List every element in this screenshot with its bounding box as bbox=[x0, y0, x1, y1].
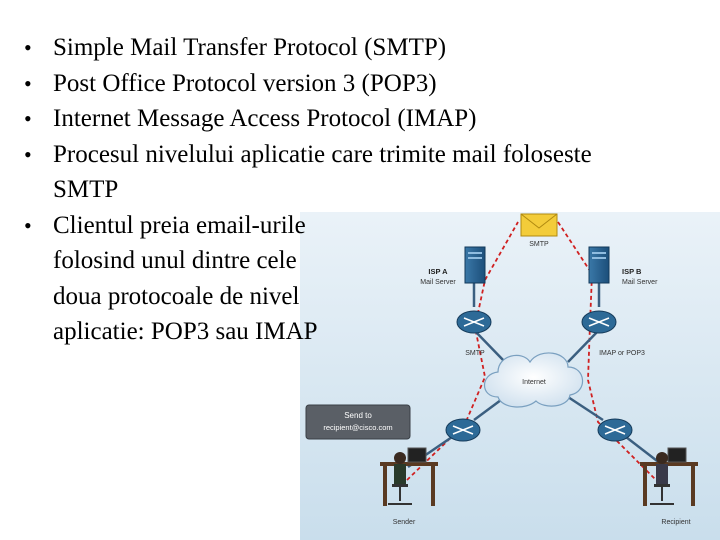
bullet-item: • Clientul preia email-urile folosind unu… bbox=[18, 208, 658, 350]
bullet-text: Post Office Protocol version 3 (POP3) bbox=[53, 69, 437, 97]
isp-a-title: ISP A bbox=[428, 267, 448, 276]
recipient-workstation-icon bbox=[640, 447, 698, 506]
bullet-dot-icon: • bbox=[24, 106, 32, 131]
email-network-diagram: SMTP ISP A Mail Server ISP B Mail Server… bbox=[300, 212, 720, 540]
isp-b-title: ISP B bbox=[622, 267, 642, 276]
isp-a-subtitle: Mail Server bbox=[420, 279, 456, 286]
isp-a-server-icon bbox=[464, 246, 486, 284]
router-icon bbox=[581, 310, 617, 334]
bullet-item: • Post Office Protocol version 3 (POP3) bbox=[18, 66, 658, 102]
bullet-list: • Simple Mail Transfer Protocol (SMTP) • P… bbox=[18, 30, 658, 350]
router-icon bbox=[445, 418, 481, 442]
internet-label: Internet bbox=[522, 379, 546, 386]
bullet-text: Simple Mail Transfer Protocol (SMTP) bbox=[53, 34, 447, 61]
router-icon bbox=[597, 418, 633, 442]
callout-line-2: recipient@cisco.com bbox=[323, 423, 392, 432]
bullet-text: Procesul nivelului aplicatie care trimit… bbox=[53, 140, 592, 204]
bullet-dot-icon: • bbox=[24, 70, 32, 96]
bullet-text: Clientul preia email-urile folosind unul… bbox=[53, 211, 318, 346]
send-callout: Send to recipient@cisco.com bbox=[305, 404, 411, 440]
bullet-dot-icon: • bbox=[24, 141, 32, 167]
bullet-text: Internet Message Access Protocol (IMAP) bbox=[53, 105, 477, 132]
bullet-dot-icon: • bbox=[24, 35, 32, 60]
sender-workstation-icon bbox=[380, 447, 438, 506]
recipient-label: Recipient bbox=[661, 519, 690, 526]
smtp-top-label: SMTP bbox=[529, 241, 549, 248]
sender-label: Sender bbox=[393, 519, 416, 526]
bullet-dot-icon: • bbox=[24, 212, 32, 238]
imap-pop3-label: IMAP or POP3 bbox=[599, 350, 645, 357]
isp-b-subtitle: Mail Server bbox=[622, 279, 658, 286]
bullet-item: • Simple Mail Transfer Protocol (SMTP) bbox=[18, 30, 658, 66]
bullet-item: • Internet Message Access Protocol (IMAP) bbox=[18, 101, 658, 137]
isp-b-server-icon bbox=[588, 246, 610, 284]
internet-cloud-icon bbox=[483, 352, 584, 408]
smtp-left-label: SMTP bbox=[465, 350, 485, 357]
router-icon bbox=[456, 310, 492, 334]
callout-line-1: Send to bbox=[344, 411, 372, 420]
bullet-item: • Procesul nivelului aplicatie care trimi… bbox=[18, 137, 658, 208]
smtp-envelope-icon bbox=[520, 213, 558, 237]
